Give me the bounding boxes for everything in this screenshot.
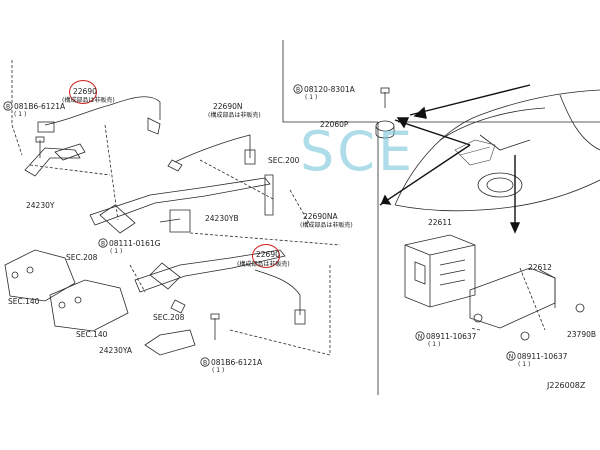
section-208-a: SEC.208: [66, 253, 98, 262]
highlight-circle-22690-top: [69, 80, 97, 104]
bolt-081b6-top-qty: ( 1 ): [14, 111, 27, 118]
diagram-code: J226008Z: [547, 381, 586, 390]
part-22690-mid-note: (構成部品は非販売): [237, 261, 290, 268]
part-22690-top-note: (構成部品は非販売): [62, 97, 115, 104]
part-24230y: 24230Y: [26, 201, 55, 210]
part-22690-mid: 22690: [256, 250, 280, 259]
svg-text:B: B: [203, 360, 207, 367]
svg-text:N: N: [418, 334, 423, 341]
svg-text:B: B: [101, 241, 105, 248]
part-22690-top: 22690: [73, 87, 97, 96]
section-208-b: SEC.208: [153, 313, 185, 322]
bolt-081b6-bottom-qty: ( 1 ): [212, 367, 225, 374]
part-22611: 22611: [428, 218, 452, 227]
part-24230yb: 24230YB: [205, 214, 239, 223]
part-23790b: 23790B: [567, 330, 597, 339]
part-22690na: 22690NA: [303, 212, 338, 221]
bolt-08120: 08120-8301A: [304, 85, 355, 94]
section-200-a: SEC.200: [268, 156, 300, 165]
bolt-marker-b: B: [6, 104, 10, 111]
section-140-b: SEC.140: [76, 330, 108, 339]
nut-08911-a-qty: ( 1 ): [428, 341, 441, 348]
nut-08911-b: 08911-10637: [517, 352, 568, 361]
svg-text:N: N: [509, 354, 514, 361]
part-22690n-note: (構成部品は非販売): [208, 112, 261, 119]
part-22060p: 22060P: [320, 120, 349, 129]
part-22690na-note: (構成部品は非販売): [300, 222, 353, 229]
panel-divider-top: [282, 40, 378, 123]
nut-08911-b-qty: ( 1 ): [518, 361, 531, 368]
arrow-to-engine-a: [409, 84, 531, 116]
part-24230ya: 24230YA: [99, 346, 132, 355]
highlight-circle-22690-mid: [252, 244, 280, 268]
bolt-081b6-bottom: 081B6-6121A: [211, 358, 263, 367]
bolt-08111: 08111-0161G: [109, 239, 161, 248]
svg-text:B: B: [296, 87, 300, 94]
bolt-081b6-top: 081B6-6121A: [14, 102, 66, 111]
nut-08911-a: 08911-10637: [426, 332, 477, 341]
watermark: SCE: [300, 120, 416, 183]
bolt-08120-qty: ( 1 ): [305, 94, 318, 101]
section-140-a: SEC.140: [8, 297, 40, 306]
part-22612: 22612: [528, 263, 552, 272]
part-22690n: 22690N: [213, 102, 243, 111]
bolt-08111-qty: ( 1 ): [110, 248, 123, 255]
